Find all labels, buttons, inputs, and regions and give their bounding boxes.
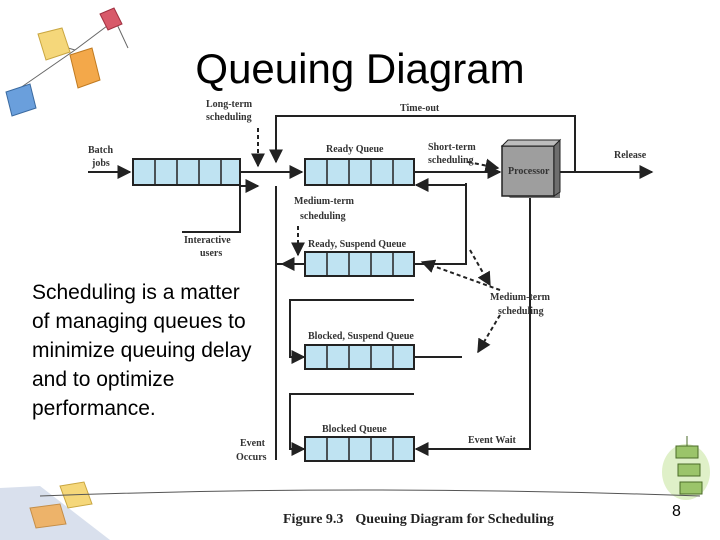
ready-suspend-queue bbox=[304, 251, 415, 277]
label-event-wait: Event Wait bbox=[468, 435, 517, 446]
page-number: 8 bbox=[672, 503, 681, 520]
arrow-event-wait bbox=[414, 198, 531, 456]
corner-decoration-bottom-right bbox=[662, 436, 710, 500]
label-medium-term-top-2: scheduling bbox=[300, 211, 346, 222]
arrow-ready-suspend-up bbox=[414, 185, 467, 265]
label-long-term-1: Long-term bbox=[206, 99, 253, 110]
label-batch-2: jobs bbox=[91, 158, 110, 169]
bottom-divider-line bbox=[39, 489, 701, 497]
label-medium-term-top-1: Medium-term bbox=[294, 196, 355, 207]
label-event-occurs-1: Event bbox=[240, 438, 266, 449]
blocked-suspend-queue bbox=[304, 344, 415, 370]
label-event-occurs-2: Occurs bbox=[236, 452, 267, 463]
blocked-queue-loop bbox=[289, 393, 414, 456]
caption-figure-number: Figure 9.3 bbox=[283, 512, 344, 527]
batch-queue bbox=[132, 158, 241, 186]
caption-text: Queuing Diagram for Scheduling bbox=[355, 512, 554, 527]
medium-term-right-arrow-up bbox=[420, 259, 501, 291]
ready-queue bbox=[304, 158, 415, 186]
medium-term-right-arrow-down bbox=[477, 314, 501, 354]
blocked-queue bbox=[304, 436, 415, 462]
label-release: Release bbox=[614, 150, 647, 161]
label-batch-1: Batch bbox=[88, 145, 113, 156]
label-interactive-2: users bbox=[200, 248, 222, 259]
label-ready-suspend-queue: Ready, Suspend Queue bbox=[308, 239, 407, 250]
corner-decoration-top-left bbox=[5, 7, 129, 117]
label-time-out: Time-out bbox=[400, 103, 440, 114]
label-medium-term-right-2: scheduling bbox=[498, 306, 544, 317]
slide-title: Queuing Diagram bbox=[195, 45, 525, 92]
blocked-suspend-loop bbox=[289, 299, 306, 364]
figure-caption: Figure 9.3 Queuing Diagram for Scheduling bbox=[283, 512, 554, 528]
label-processor: Processor bbox=[508, 166, 550, 177]
arrow-time-out bbox=[275, 115, 576, 172]
label-blocked-suspend-queue: Blocked, Suspend Queue bbox=[308, 331, 414, 342]
label-short-term-1: Short-term bbox=[428, 142, 476, 153]
slide-body-text: Scheduling is a matter of managing queue… bbox=[32, 281, 252, 420]
processor-box bbox=[500, 138, 562, 198]
label-blocked-queue: Blocked Queue bbox=[322, 424, 387, 435]
label-interactive-1: Interactive bbox=[184, 235, 231, 246]
arrow-interactive-users bbox=[182, 179, 260, 233]
label-ready-queue: Ready Queue bbox=[326, 144, 384, 155]
short-term-sched-arrow bbox=[467, 158, 500, 173]
label-short-term-2: scheduling bbox=[428, 155, 474, 166]
label-long-term-2: scheduling bbox=[206, 112, 252, 123]
label-medium-term-right-1: Medium-term bbox=[490, 292, 551, 303]
